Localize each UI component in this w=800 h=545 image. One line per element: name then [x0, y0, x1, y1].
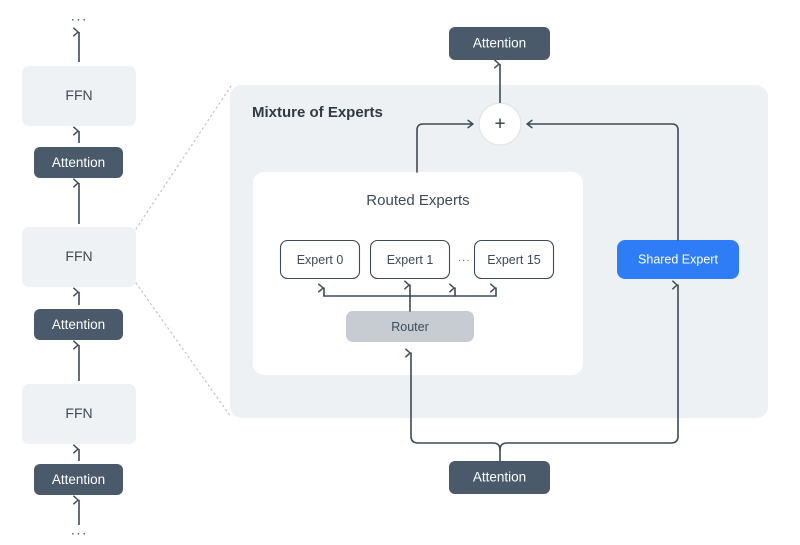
- ffn-label: FFN: [65, 248, 92, 264]
- input-attention-fanout: [405, 280, 679, 462]
- left-transformer-stack: ··· FFN Attention FFN: [22, 11, 136, 541]
- shared-expert-box[interactable]: Shared Expert: [617, 240, 739, 279]
- output-attention-box[interactable]: Attention: [449, 27, 550, 60]
- stack-block-ffn-top[interactable]: FFN: [22, 66, 136, 126]
- input-attention-rect[interactable]: [449, 461, 550, 494]
- stack-top-ellipsis: ···: [71, 11, 88, 27]
- expert-label: Expert 15: [487, 253, 541, 267]
- expert-box-rect[interactable]: [369, 239, 451, 280]
- expert-box-0[interactable]: Expert 0: [279, 239, 361, 280]
- arrow-shared-expert-to-adder: [526, 119, 679, 241]
- attention-label: Attention: [52, 472, 105, 487]
- adder-plus-symbol: +: [494, 114, 505, 135]
- ffn-label: FFN: [65, 405, 92, 421]
- ffn-box[interactable]: [22, 384, 136, 444]
- expert-label: Expert 1: [387, 253, 434, 267]
- ffn-label: FFN: [65, 87, 92, 103]
- stack-block-ffn-bottom[interactable]: FFN: [22, 384, 136, 444]
- input-attention-box[interactable]: Attention: [449, 461, 550, 494]
- expert-box-rect[interactable]: [279, 239, 361, 280]
- input-attention-label: Attention: [473, 470, 526, 485]
- attention-box[interactable]: [34, 147, 123, 178]
- routed-experts-title: Routed Experts: [366, 192, 469, 209]
- moe-panel-title: Mixture of Experts: [252, 104, 383, 121]
- stack-block-attention-1[interactable]: Attention: [34, 147, 123, 178]
- router-label: Router: [391, 320, 429, 334]
- router-box[interactable]: Router: [346, 311, 474, 342]
- expansion-connector-lines: [135, 85, 232, 418]
- stack-block-ffn-middle[interactable]: FFN: [22, 227, 136, 287]
- stack-block-attention-3[interactable]: Attention: [34, 464, 123, 495]
- ffn-box[interactable]: [22, 227, 136, 287]
- expert-label: Expert 0: [297, 253, 344, 267]
- attention-label: Attention: [52, 317, 105, 332]
- router-box-rect[interactable]: [346, 311, 474, 342]
- routed-experts-card: Routed Experts Expert 0 Expert 1 ··· Exp…: [253, 172, 583, 375]
- dotted-connector-top: [135, 85, 232, 230]
- ffn-box[interactable]: [22, 66, 136, 126]
- attention-label: Attention: [52, 155, 105, 170]
- output-attention-label: Attention: [473, 36, 526, 51]
- experts-ellipsis: ···: [458, 254, 471, 266]
- output-attention-rect[interactable]: [449, 27, 550, 60]
- shared-expert-label: Shared Expert: [638, 252, 718, 266]
- stack-bottom-ellipsis: ···: [71, 525, 88, 541]
- attention-box[interactable]: [34, 464, 123, 495]
- expert-box-rect[interactable]: [473, 239, 555, 280]
- attention-box[interactable]: [34, 309, 123, 340]
- expert-box-1[interactable]: Expert 1: [369, 239, 451, 280]
- path-attention-to-shared-expert: [499, 280, 679, 451]
- dotted-connector-bottom: [135, 282, 232, 418]
- arrow-routed-experts-to-adder: [416, 119, 474, 173]
- expert-box-15[interactable]: Expert 15: [473, 239, 555, 280]
- router-to-experts-arrows: [318, 280, 497, 312]
- adder-node[interactable]: +: [478, 102, 522, 146]
- shared-expert-rect[interactable]: [617, 240, 739, 279]
- stack-block-attention-2[interactable]: Attention: [34, 309, 123, 340]
